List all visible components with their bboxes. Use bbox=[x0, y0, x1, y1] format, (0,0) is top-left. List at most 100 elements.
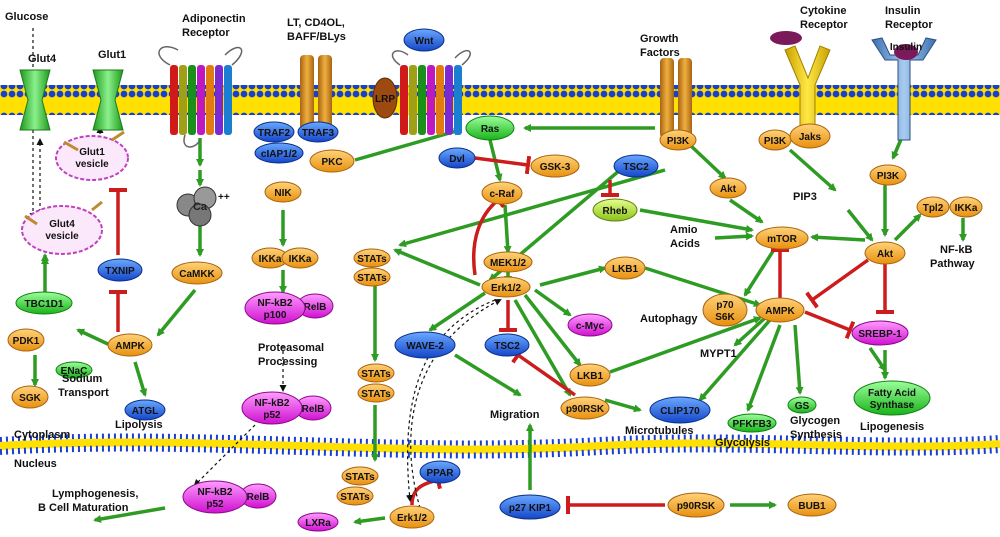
cytokine-label-1: Cytokine bbox=[800, 5, 846, 17]
pfkfb3-node: PFKFB3 bbox=[727, 413, 777, 433]
adiponectin-label-1: Adiponectin bbox=[182, 13, 246, 25]
pi3k-right-label: PI3K bbox=[877, 171, 900, 182]
dash-erk-nuc1 bbox=[406, 299, 496, 502]
tpl2-label: Tpl2 bbox=[923, 203, 944, 214]
mek-label: MEK1/2 bbox=[490, 258, 527, 269]
jaks-label: Jaks bbox=[799, 132, 822, 143]
bub1-node: BUB1 bbox=[787, 493, 837, 517]
pkc-node: PKC bbox=[309, 149, 355, 173]
pdk1-label: PDK1 bbox=[13, 336, 40, 347]
nuclear-membrane-band bbox=[0, 438, 1000, 454]
pkc-label: PKC bbox=[321, 157, 342, 168]
edge-lkb1mid-to-ampk bbox=[609, 316, 762, 374]
edge-wave2-to-migration bbox=[454, 353, 522, 397]
pi3k-top-label: PI3K bbox=[667, 136, 690, 147]
lkb1-top-node: LKB1 bbox=[604, 256, 646, 280]
sodium-label-1: Sodium bbox=[62, 373, 103, 385]
stats-b1-label: STATs bbox=[361, 369, 391, 380]
akt-mid-node: Akt bbox=[709, 177, 747, 199]
amino-label-2: Acids bbox=[670, 238, 700, 250]
edge-camkk-to-ampk bbox=[156, 288, 197, 337]
edge-erk-to-wave2 bbox=[428, 291, 486, 332]
rheb-label: Rheb bbox=[603, 206, 628, 217]
relb1-node: RelB bbox=[296, 293, 334, 319]
inhib-ampk-srebp bbox=[804, 310, 856, 340]
pip3-label: PIP3 bbox=[793, 191, 817, 203]
edge-ampk-to-pfkfb3 bbox=[746, 324, 782, 412]
nuclear-membrane-bottom bbox=[0, 445, 1000, 459]
edge-amino-to-mtor bbox=[714, 232, 754, 241]
fatty-acid-label-1: Fatty Acid bbox=[868, 388, 916, 399]
enac-node: ENaC bbox=[55, 361, 93, 379]
nucleus-label: Nucleus bbox=[14, 458, 57, 470]
enac-label: ENaC bbox=[61, 366, 88, 377]
stats-a2-label: STATs bbox=[357, 273, 387, 284]
edge-erk-to-p90 bbox=[513, 299, 572, 397]
erk-mid-node: Erk1/2 bbox=[481, 276, 531, 298]
jaks-node: Jaks bbox=[789, 123, 831, 149]
microtubules-label: Microtubules bbox=[625, 425, 693, 437]
ras-label: Ras bbox=[481, 124, 500, 135]
edge-pi3k-to-stats bbox=[398, 168, 666, 248]
gsk3-label: GSK-3 bbox=[540, 162, 571, 173]
edge-jaks-to-pip3 bbox=[788, 148, 837, 192]
tsc2-mid-node: TSC2 bbox=[484, 333, 530, 357]
glut4-vesicle-label-2: vesicle bbox=[45, 231, 79, 242]
sgk-label: SGK bbox=[19, 393, 41, 404]
p27-node: p27 KIP1 bbox=[499, 494, 561, 520]
camkk-node: CaMKK bbox=[171, 261, 223, 285]
tsc2-top-node: TSC2 bbox=[613, 154, 659, 178]
ca-label: Ca bbox=[193, 201, 208, 213]
edge-rheb-to-mtor bbox=[639, 208, 754, 233]
glut4-transporter bbox=[19, 69, 51, 131]
growth-factor-receptor bbox=[660, 58, 692, 138]
gsk3-node: GSK-3 bbox=[530, 154, 580, 178]
ca-charge-label: ++ bbox=[218, 192, 230, 203]
lymphogenesis-label-2: B Cell Maturation bbox=[38, 502, 129, 514]
wnt-node: Wnt bbox=[403, 28, 445, 52]
edge-craf-to-mek bbox=[503, 204, 512, 254]
wave2-label: WAVE-2 bbox=[406, 341, 444, 352]
lkb1-mid-node: LKB1 bbox=[569, 363, 611, 387]
pfkfb3-label: PFKFB3 bbox=[733, 419, 772, 430]
nuclear-membrane-top bbox=[0, 433, 1000, 447]
p90rsk-nuc-label: p90RSK bbox=[677, 501, 716, 512]
erk-mid-label: Erk1/2 bbox=[491, 283, 521, 294]
glut4-vesicle-label-1: Glut4 bbox=[49, 219, 75, 230]
traf2-node: TRAF2 bbox=[253, 121, 295, 143]
edge-ampk-to-gs bbox=[793, 324, 804, 395]
lrp-label: LRP bbox=[375, 94, 395, 105]
stats-b2-node: STATs bbox=[357, 383, 395, 403]
pi3k-left-node: PI3K bbox=[758, 129, 792, 151]
traf3-label: TRAF3 bbox=[302, 128, 335, 139]
lkb1-top-label: LKB1 bbox=[612, 264, 639, 275]
cytokine-label-2: Receptor bbox=[800, 19, 848, 31]
pi3k-left-label: PI3K bbox=[764, 136, 787, 147]
dash-nfkb-nucleus bbox=[193, 424, 256, 487]
glucose-label: Glucose bbox=[5, 11, 48, 23]
ikka-right-node: IKKa bbox=[949, 196, 983, 218]
glut4-label: Glut4 bbox=[28, 53, 57, 65]
insulin-label: Insulin bbox=[890, 42, 922, 53]
pdk1-node: PDK1 bbox=[7, 328, 45, 352]
edge-nfkb-to-lympho bbox=[93, 506, 166, 523]
ras-node: Ras bbox=[465, 115, 515, 141]
p90rsk-mid-node: p90RSK bbox=[560, 396, 610, 420]
adiponectin-receptor bbox=[158, 45, 243, 148]
lxra-node: LXRa bbox=[297, 512, 339, 532]
mek-node: MEK1/2 bbox=[483, 251, 533, 273]
erk-nuc-label: Erk1/2 bbox=[397, 513, 427, 524]
glut1-vesicle-label-1: Glut1 bbox=[79, 147, 105, 158]
stats-c1-label: STATs bbox=[345, 472, 375, 483]
txnip-label: TXNIP bbox=[105, 266, 135, 277]
p70-label-2: S6K bbox=[715, 312, 735, 323]
proteasomal-label-1: Proteasomal bbox=[258, 342, 324, 354]
ppar-node: PPAR bbox=[419, 460, 461, 484]
ampk-left-node: AMPK bbox=[107, 333, 153, 357]
inhib-dvl-gsk3 bbox=[474, 155, 532, 175]
calcium-node: Ca ++ bbox=[176, 186, 230, 227]
nik-label: NIK bbox=[274, 188, 292, 199]
